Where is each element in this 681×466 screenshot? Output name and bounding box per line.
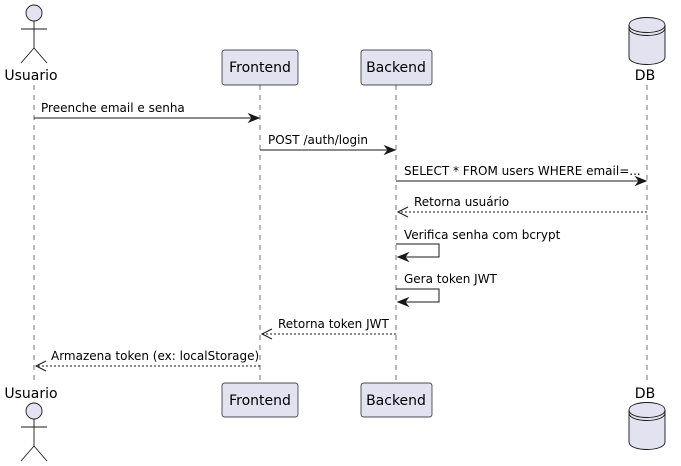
actor-head-icon (25, 402, 43, 420)
message-label: Preenche email e senha (41, 101, 185, 115)
message-4: Retorna usuário (396, 195, 647, 218)
participant-backend-top: Backend (360, 49, 433, 86)
participant-label-db: DB (635, 68, 655, 84)
message-label: Verifica senha com bcrypt (404, 228, 561, 242)
participant-label-backend: Backend (366, 60, 426, 76)
message-5-self: Verifica senha com bcrypt (396, 228, 561, 263)
participant-db-top: DB (628, 17, 666, 84)
message-label: POST /auth/login (268, 133, 368, 147)
message-label: SELECT * FROM users WHERE email=... (404, 164, 641, 178)
message-label: Retorna usuário (414, 195, 509, 209)
database-icon (628, 402, 666, 450)
participant-frontend-bottom: Frontend (221, 382, 299, 418)
message-6-self: Gera token JWT (396, 272, 498, 308)
message-8: Armazena token (ex: localStorage) (34, 349, 260, 372)
participant-label-usuario: Usuario (4, 68, 57, 84)
participant-backend-bottom: Backend (360, 382, 433, 418)
database-icon (628, 17, 666, 65)
actor-usuario-top: Usuario (4, 4, 58, 84)
message-label: Retorna token JWT (278, 317, 390, 331)
message-7: Retorna token JWT (260, 317, 396, 340)
participant-frontend-top: Frontend (221, 49, 299, 86)
participant-label-db: DB (635, 386, 655, 402)
message-label: Gera token JWT (404, 272, 498, 286)
participant-label-frontend: Frontend (229, 60, 291, 76)
participant-label-usuario: Usuario (4, 386, 57, 402)
message-3: SELECT * FROM users WHERE email=... (396, 164, 648, 187)
participant-db-bottom: DB (628, 386, 666, 450)
participant-label-frontend: Frontend (229, 393, 291, 409)
actor-usuario-bottom: Usuario (4, 386, 58, 462)
message-2: POST /auth/login (260, 133, 397, 156)
actor-head-icon (25, 4, 43, 22)
message-1: Preenche email e senha (34, 101, 261, 124)
participant-label-backend: Backend (366, 393, 426, 409)
message-label: Armazena token (ex: localStorage) (51, 349, 259, 363)
